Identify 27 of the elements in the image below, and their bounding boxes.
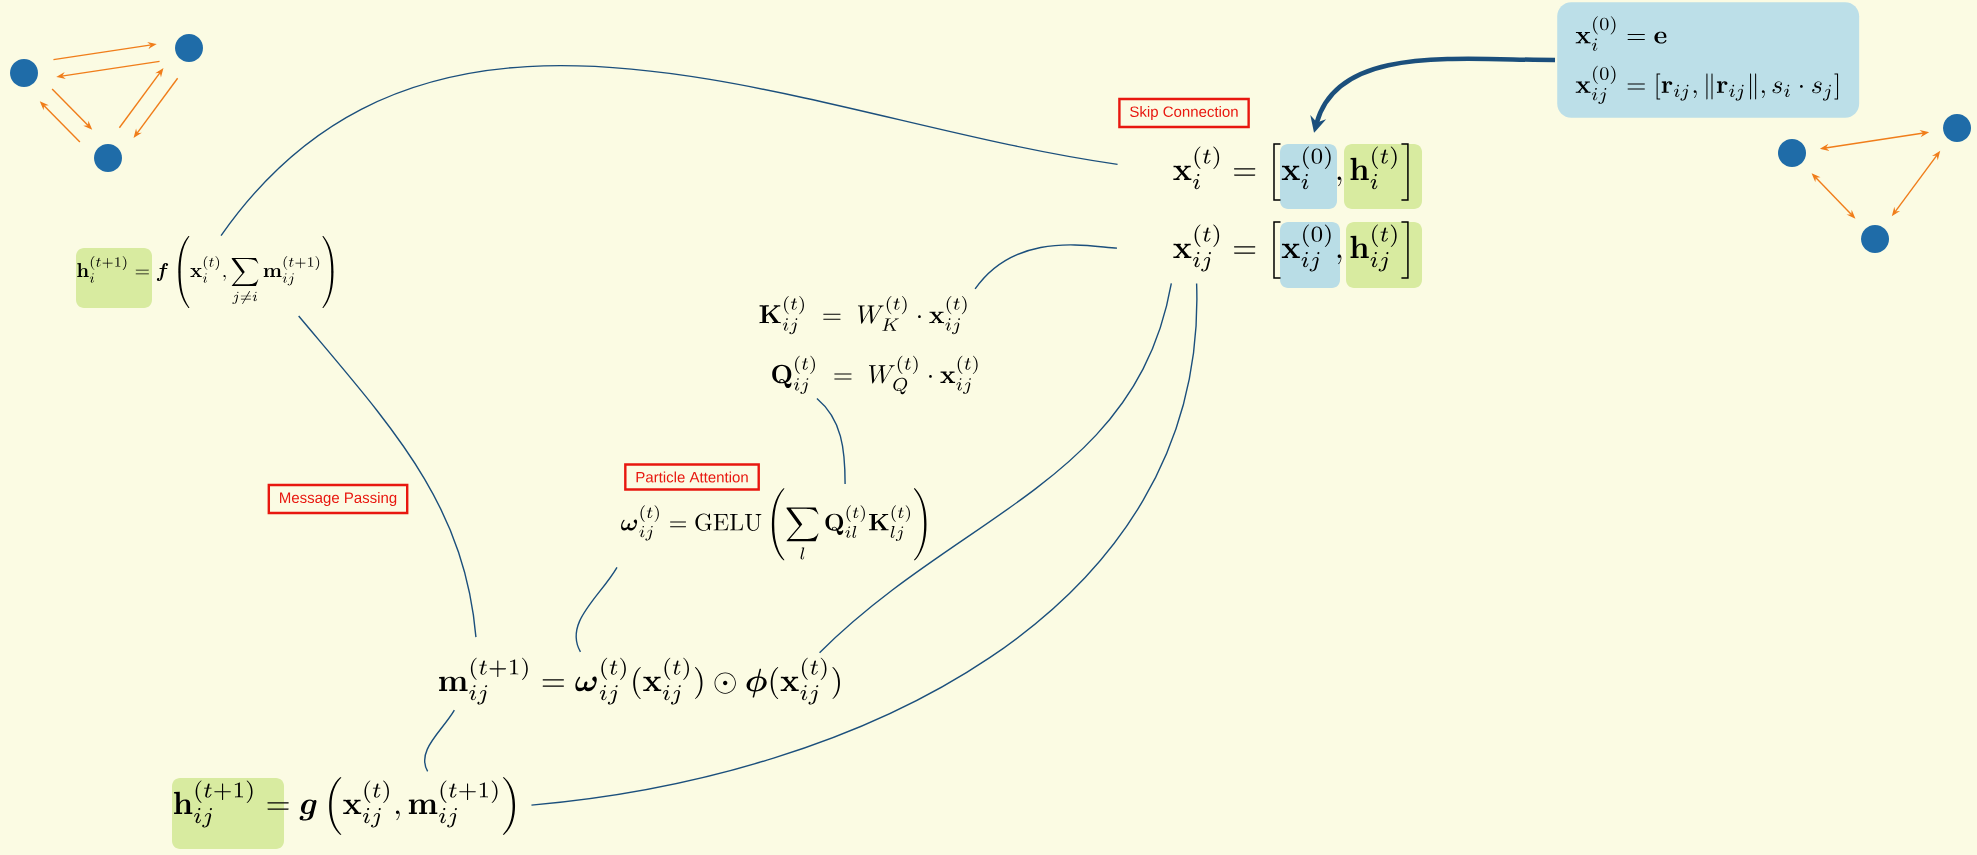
connector-curve (220, 64, 1119, 237)
formula: $\mathbf{x}_{ij}^{(t)} = \left[\mathbf{x}_{ij}^{(0)}, \mathbf{h}_{ij}^{(t)}\right]$ (1173, 221, 1409, 279)
label-box: Particle Attention (624, 463, 760, 491)
connector-curve (423, 709, 456, 773)
arrow (118, 68, 164, 129)
graph-node (1943, 114, 1971, 142)
formula: $\mathbf{h}_{ij}^{(t+1)} = \boldsymbol{g}\left(\mathbf{x}_{ij}^{(t)}, \mathbf{m}_{ij}^{(t+1)}\right)$ (174, 777, 516, 835)
connector-curve (816, 397, 846, 485)
formula: $\mathbf{x}_i^{(t)} = \left[\mathbf{x}_i^{(0)}, \mathbf{h}_i^{(t)}\right]$ (1173, 143, 1409, 201)
formula: $\mathbf{Q}_{ij}^{(t)} \;=\; W_Q^{(t)} \cdot \mathbf{x}_{ij}^{(t)}$ (772, 355, 978, 395)
label-box: Skip Connection (1118, 97, 1250, 129)
formula: $\mathbf{K}_{ij}^{(t)} \;=\; W_K^{(t)} \cdot \mathbf{x}_{ij}^{(t)}$ (759, 296, 967, 335)
graph-node (94, 144, 122, 172)
graph-node (175, 34, 203, 62)
connector-curve (575, 566, 618, 653)
label-box: Message Passing (267, 483, 409, 515)
graph-node (1861, 225, 1889, 253)
connector-curve (974, 244, 1118, 290)
graph-node (10, 59, 38, 87)
connector-curve (818, 282, 1172, 654)
info-box: $\mathbf{x}_i^{(0)} = \mathbf{e}$ $\mathbf{x}_{ij}^{(0)} = [\mathbf{r}_{ij}, \|\mathbf{r}_{ij}\|, s_i \cdot s_j]$ (1557, 2, 1860, 118)
formula: $\boldsymbol{\omega}_{ij}^{(t)} = \mathrm{GELU}\left(\sum_l \mathbf{Q}_{il}^{(t)}\mathbf{K}_{lj}^{(t)}\right)$ (621, 488, 927, 561)
graph-node (1778, 139, 1806, 167)
connector-curve (297, 315, 477, 638)
formula: $\mathbf{m}_{ij}^{(t+1)} = \boldsymbol{\omega}_{ij}^{(t)}(\mathbf{x}_{ij}^{(t)}) \odot \boldsymbol{\phi}(\mathbf{x}_{ij}^{(t)})$ (439, 657, 840, 705)
formula: $\mathbf{h}_i^{(t+1)} = \boldsymbol{f}\left(\mathbf{x}_i^{(t)}, \sum_{j\neq i}\mathbf{m}_{ij}^{(t+1)}\right)$ (77, 236, 334, 308)
connector-curve (530, 282, 1198, 806)
